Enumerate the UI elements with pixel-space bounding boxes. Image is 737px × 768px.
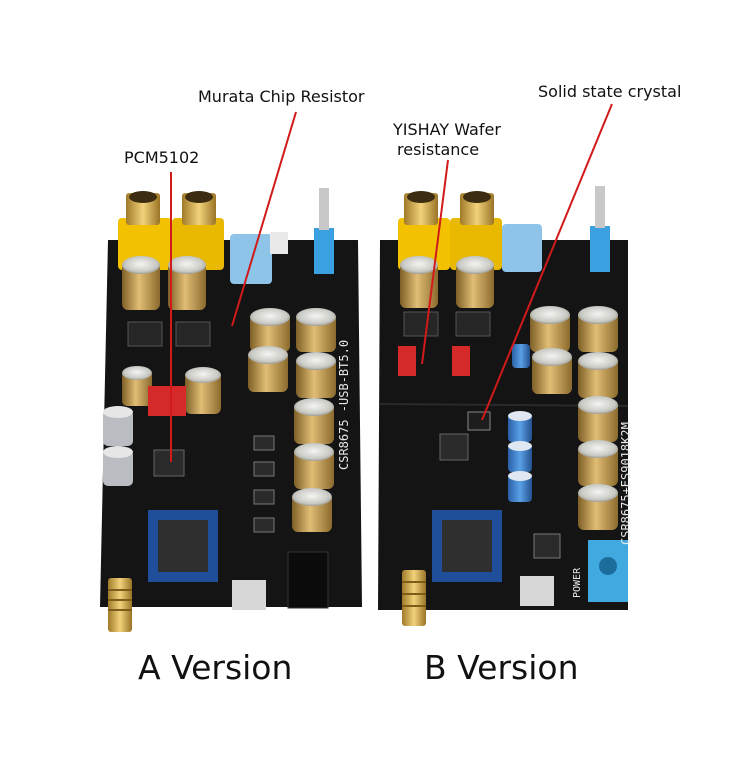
murata-chip-resistor-label: Murata Chip Resistor bbox=[198, 87, 365, 106]
a-version-caption: A Version bbox=[138, 648, 293, 687]
b-version-caption: B Version bbox=[424, 648, 579, 687]
board-b: POWER CSR8675+ES9018K2M bbox=[378, 186, 633, 626]
board-b-regulator bbox=[533, 533, 561, 559]
board-a-red-resistors bbox=[148, 386, 186, 416]
board-b-gold-capacitors bbox=[400, 256, 494, 308]
board-a-antenna-connector bbox=[108, 578, 132, 632]
board-b-toggle-switch bbox=[590, 226, 610, 272]
board-b-usb-c-port bbox=[520, 576, 554, 606]
yishay-resistance-label: resistance bbox=[397, 140, 480, 159]
board-a-regulators bbox=[253, 435, 275, 533]
solid-state-crystal-label: Solid state crystal bbox=[538, 82, 682, 101]
murata-callout-line bbox=[231, 111, 297, 327]
yishay-callout-line bbox=[421, 159, 449, 365]
board-a-gold-capacitors bbox=[122, 256, 221, 414]
pcm5102-label: PCM5102 bbox=[124, 148, 200, 167]
crystal-callout-line bbox=[481, 103, 613, 421]
yishay-wafer-label: YISHAY Wafer bbox=[393, 120, 501, 139]
board-b-dac-chip bbox=[439, 433, 469, 461]
board-a-opamp-left bbox=[127, 321, 163, 347]
board-a-pcm5102-chip bbox=[153, 449, 185, 477]
board-a-usb-c-port bbox=[232, 580, 266, 610]
board-b-red-resistor-left bbox=[398, 346, 416, 376]
board-a-capacitor-column bbox=[248, 308, 336, 532]
board-a-silver-capacitors bbox=[103, 406, 133, 486]
board-b-crystal bbox=[467, 411, 491, 431]
board-b-capacitor-column bbox=[530, 306, 618, 530]
board-b-opamp-left bbox=[403, 311, 439, 337]
board-b-power-label: POWER bbox=[572, 567, 583, 598]
board-b-silkscreen: CSR8675+ES9018K2M bbox=[619, 422, 633, 545]
board-b-red-resistor-right bbox=[452, 346, 470, 376]
board-a-opamp-right bbox=[175, 321, 211, 347]
board-a-dc-jack bbox=[287, 551, 329, 609]
board-a-toggle-switch bbox=[314, 228, 334, 274]
board-b-blue-capacitors bbox=[508, 344, 532, 502]
callout-lines bbox=[170, 103, 613, 462]
board-b-antenna-connector bbox=[402, 570, 426, 626]
board-a: CSR8675 -USB-BT5.0 bbox=[100, 188, 362, 632]
board-b-opamp-right bbox=[455, 311, 491, 337]
board-a-silkscreen: CSR8675 -USB-BT5.0 bbox=[337, 340, 351, 470]
board-b-optical-jack bbox=[502, 224, 542, 272]
